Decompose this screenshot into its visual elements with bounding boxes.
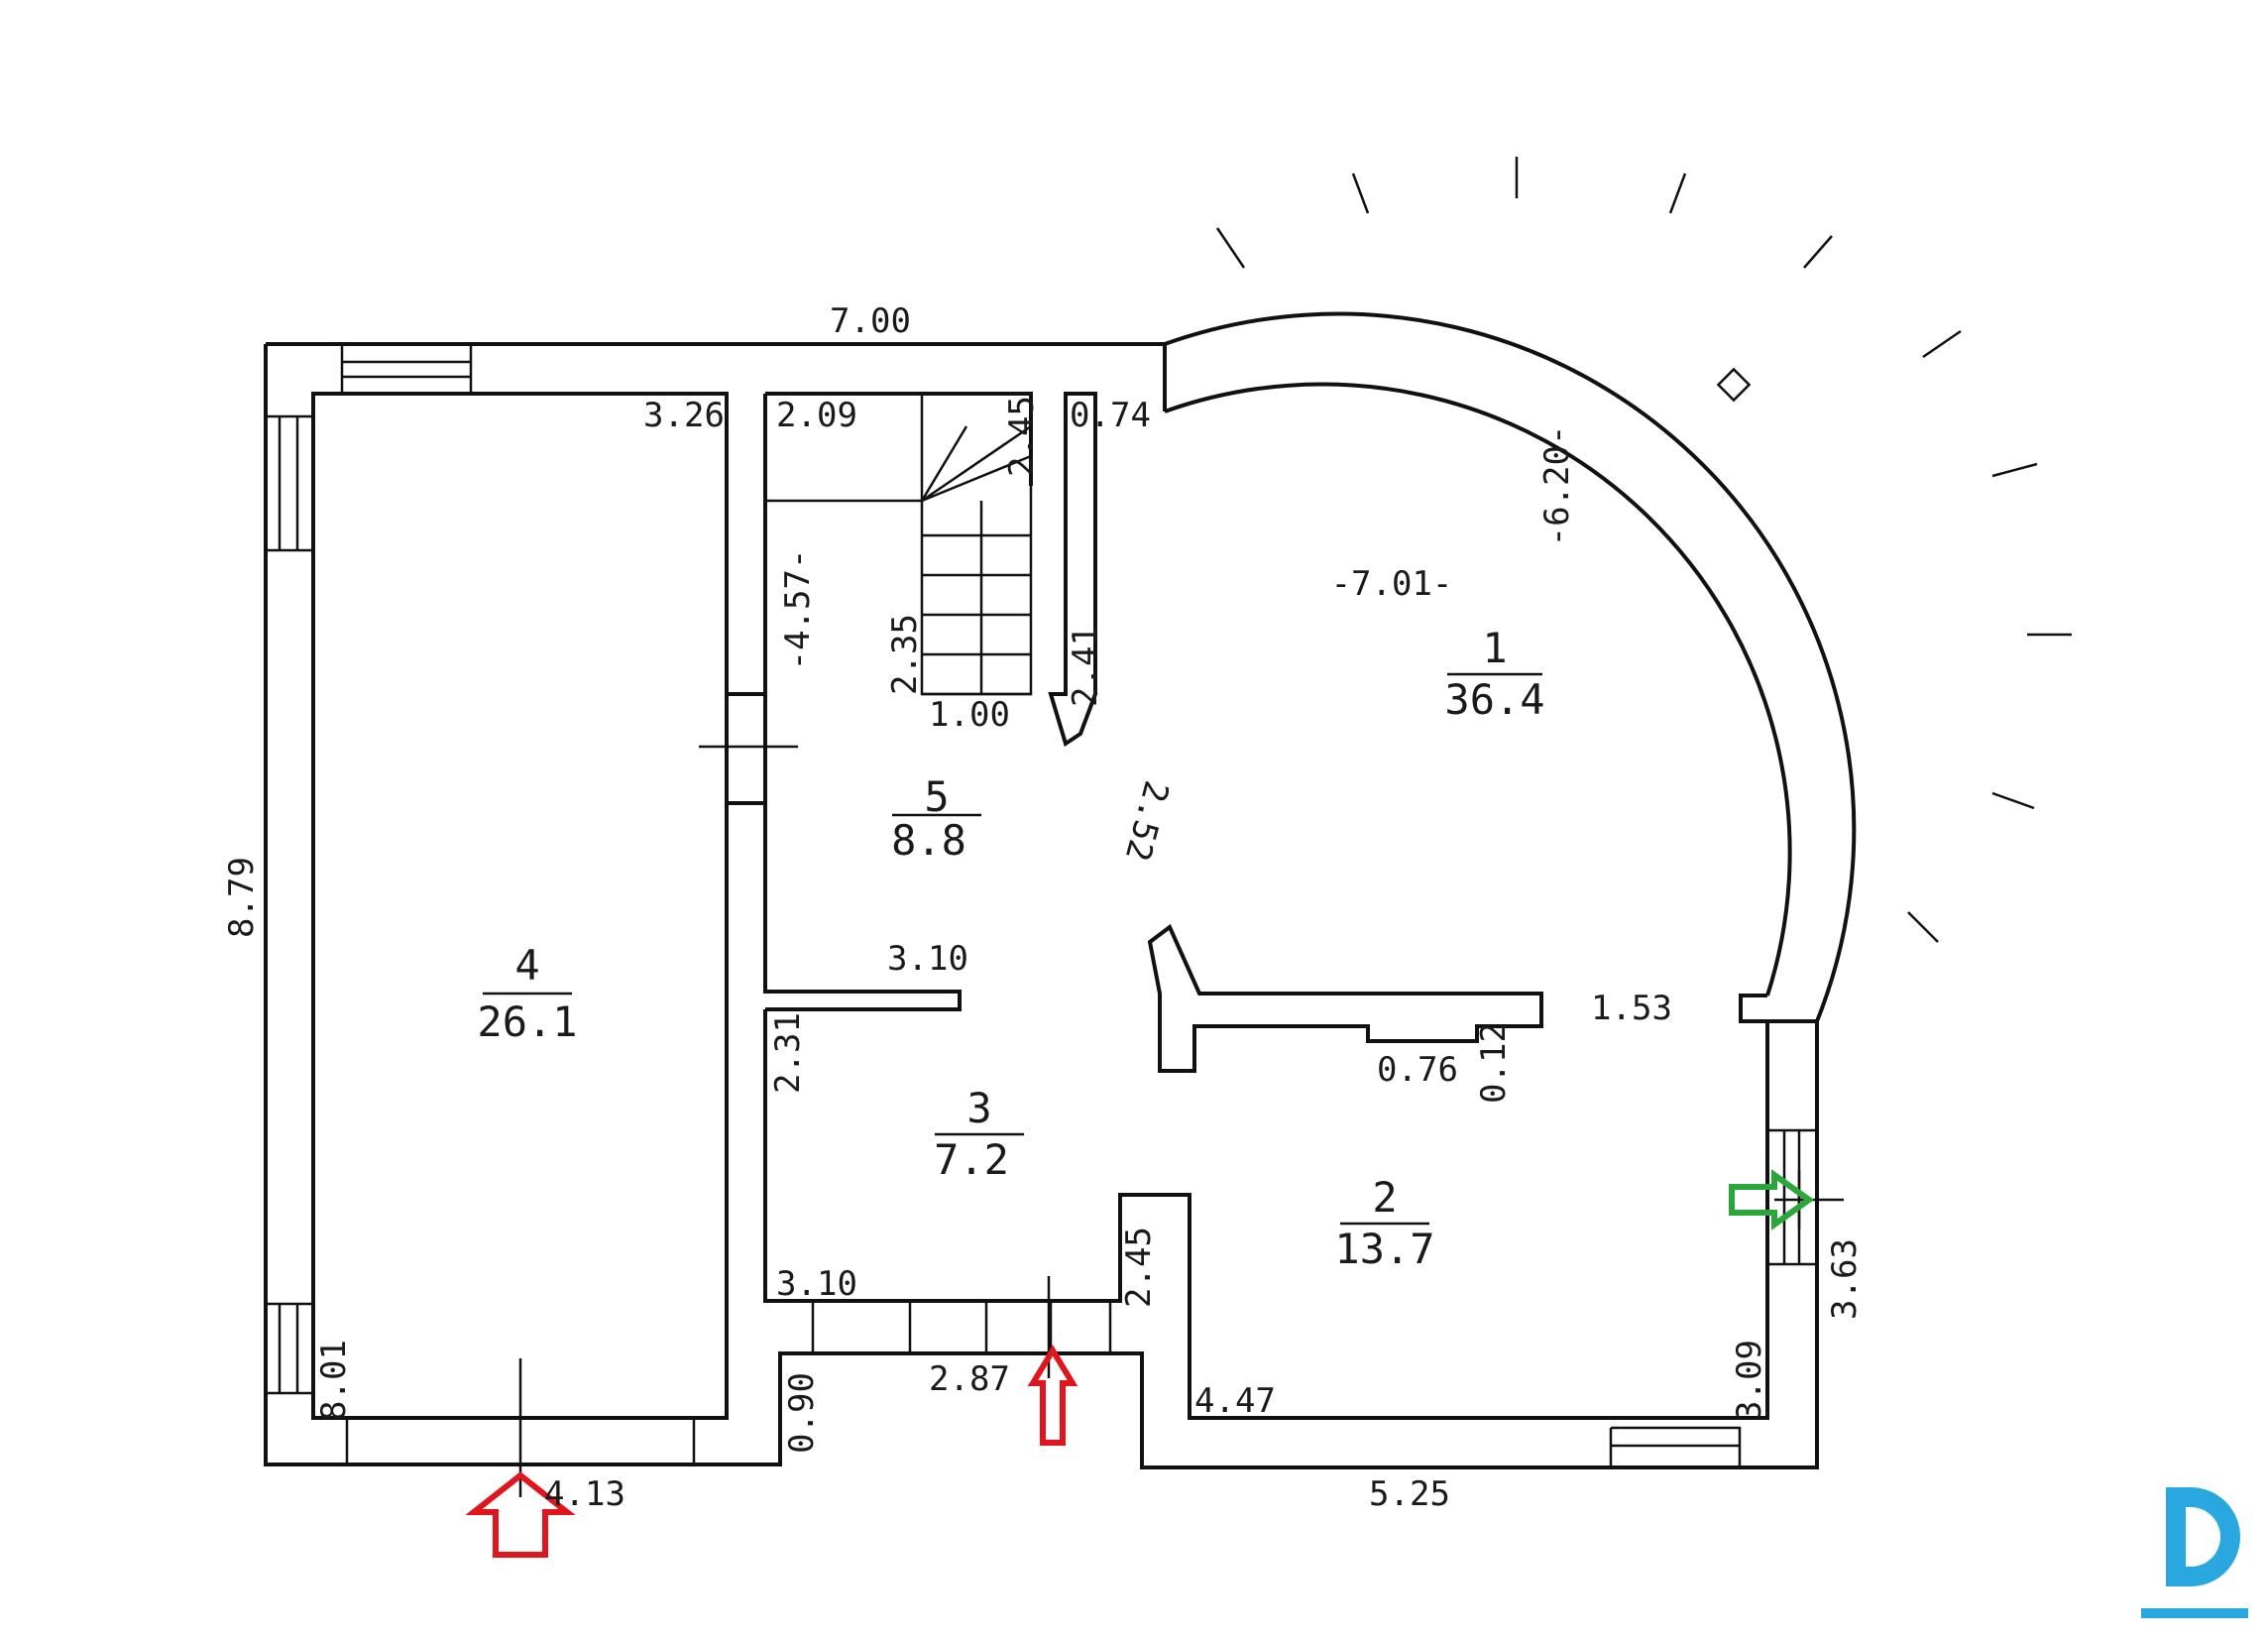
dim-room2-gap: 1.53	[1591, 989, 1672, 1028]
dim-wall-stub: 0.74	[1070, 396, 1151, 435]
dim-vestibule-depth: 0.90	[782, 1372, 822, 1454]
room-2-label: 2 13.7	[1334, 1173, 1434, 1273]
dim-stair-side: 2.35	[885, 614, 925, 695]
dim-wall-side: 2.41	[1066, 626, 1105, 707]
main-entrance-arrow	[465, 1471, 576, 1558]
room-4-label: 4 26.1	[477, 941, 577, 1046]
dim-hall-height: -4.57-	[778, 549, 818, 671]
dim-top-width: 7.00	[830, 301, 911, 341]
room-labels: 1 36.4 2 13.7 3 7.2 4 26.1 5 8.8	[477, 624, 1544, 1273]
room-3-label: 3 7.2	[934, 1084, 1024, 1184]
dim-room3-bottom: 3.10	[776, 1264, 857, 1304]
room-area: 8.8	[891, 816, 966, 865]
exit-arrow	[1729, 1169, 1815, 1230]
secondary-entrance-arrow	[1027, 1345, 1078, 1446]
dim-partition-len: 0.76	[1377, 1050, 1458, 1090]
dim-stair-bottom: 1.00	[929, 695, 1010, 735]
brand-logo	[2141, 1487, 2248, 1618]
dim-room4-side: 8.01	[314, 1340, 354, 1421]
dim-outer-right: 3.63	[1825, 1238, 1865, 1320]
room-number: 2	[1372, 1173, 1397, 1222]
dim-bottom-right: 5.25	[1369, 1474, 1450, 1514]
room-area: 7.2	[934, 1135, 1009, 1184]
room-number: 5	[924, 772, 949, 821]
dimension-labels: 7.00 8.79 4.13 5.25 3.26 8.01 2.09 2.45 …	[222, 301, 1865, 1514]
dim-room1-width: -7.01-	[1331, 564, 1453, 604]
room-1-label: 1 36.4	[1444, 624, 1544, 724]
dim-room3-right: 2.45	[1119, 1227, 1159, 1308]
entrance-arrows	[465, 1169, 1815, 1558]
room-number: 4	[514, 941, 539, 990]
room-5-label: 5 8.8	[891, 772, 981, 865]
dim-room1-radius: -6.20-	[1537, 425, 1577, 547]
dim-stair-run: 2.45	[1002, 396, 1042, 477]
dim-diag: 2.52	[1117, 776, 1177, 865]
dim-left-height: 8.79	[222, 857, 262, 938]
dim-partition-thick: 0.12	[1474, 1022, 1514, 1104]
dim-room4-top: 3.26	[643, 396, 725, 435]
dim-room3-top: 3.10	[887, 939, 968, 979]
room-number: 3	[966, 1084, 991, 1132]
walls	[264, 157, 2072, 1497]
room-area: 26.1	[477, 997, 577, 1046]
dim-room2-bottom: 4.47	[1194, 1381, 1276, 1421]
room-area: 13.7	[1334, 1225, 1434, 1273]
room-number: 1	[1482, 624, 1507, 672]
dim-stair-top: 2.09	[776, 396, 857, 435]
dim-room3-side: 2.31	[768, 1012, 808, 1094]
dim-room2-side: 3.09	[1730, 1340, 1769, 1421]
dim-vestibule-width: 2.87	[929, 1359, 1010, 1399]
room-area: 36.4	[1444, 675, 1544, 724]
dim-bottom-left: 4.13	[544, 1474, 625, 1514]
